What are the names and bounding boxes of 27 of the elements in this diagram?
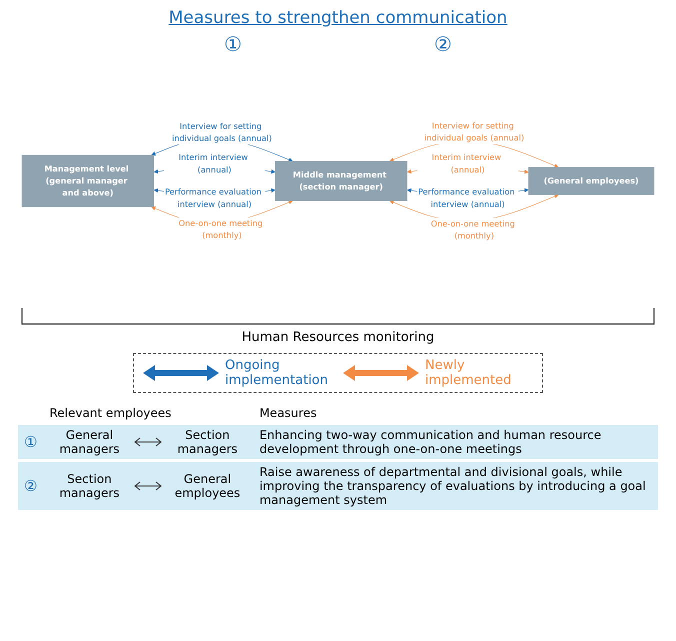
legend-label: Newly implemented: [425, 358, 512, 388]
edge-label: Performance evaluation interview (annual): [418, 187, 515, 209]
edge-label: Interim interview (annual): [178, 152, 248, 174]
table-cell-text: General managers: [58, 428, 121, 456]
node-box: Middle management (section manager): [275, 161, 408, 201]
legend-label: Ongoing implementation: [225, 358, 330, 388]
table-cell-text: Section managers: [58, 472, 121, 500]
table-cell-text: Raise awareness of departmental and divisional goals, while improving the transparency of evaluations by introducing a goal management system: [259, 465, 646, 507]
edge-label: One-on-one meeting (monthly): [430, 218, 515, 241]
edge-label: Interim interview (annual): [432, 152, 502, 174]
edge-label: Interview for setting individual goals (annual): [172, 121, 272, 144]
edge-label: One-on-one meeting (monthly): [178, 218, 263, 240]
node-box: Management level (general manager and above): [22, 154, 154, 208]
diagram-title: Measures to strengthen communication: [168, 8, 508, 28]
edge-label: Performance evaluation interview (annual): [164, 187, 262, 209]
row-number: ②: [24, 477, 38, 495]
table-cell-text: Section managers: [176, 428, 239, 456]
bracket-caption: Human Resources monitoring: [242, 330, 434, 345]
node-box: (General employees): [528, 167, 654, 195]
column-header: Measures: [259, 406, 317, 420]
group-number: ②: [434, 32, 452, 56]
column-header: Relevant employees: [49, 406, 172, 420]
row-number: ①: [24, 433, 38, 451]
table-cell-text: Enhancing two-way communication and human resource development through one-on-one meetings: [259, 428, 602, 456]
group-number: ①: [224, 32, 242, 56]
edge-label: Interview for setting individual goals (annual): [424, 120, 524, 143]
table-cell-text: General employees: [174, 472, 242, 500]
